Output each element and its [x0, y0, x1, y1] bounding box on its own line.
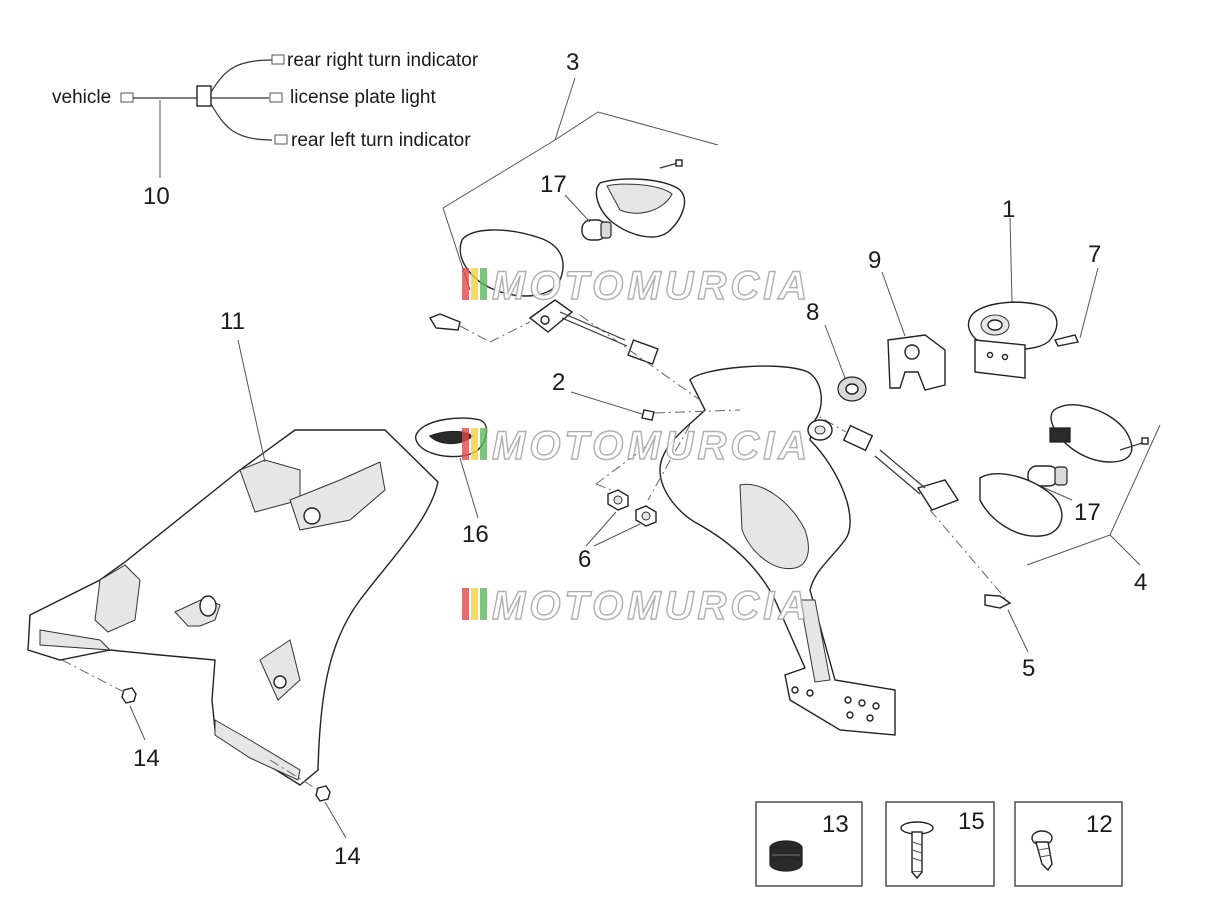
bracket-grommet-group: 9 8 [806, 247, 946, 402]
label-license-plate: license plate light [290, 87, 436, 108]
callout-1: 1 [1002, 196, 1015, 223]
watermark-text-3: MOTOMURCIA [492, 584, 811, 628]
callout-8: 8 [806, 299, 819, 326]
clip-2 [641, 409, 655, 421]
callout-5: 5 [1022, 655, 1035, 682]
callout-2: 2 [552, 369, 565, 396]
hardware-box-13: 13 [755, 801, 863, 887]
watermark-1: MOTOMURCIA [462, 263, 811, 309]
connector-indicator-left [627, 339, 659, 365]
label-rear-left: rear left turn indicator [291, 130, 471, 151]
watermark-text-1: MOTOMURCIA [492, 264, 811, 308]
junction-box [196, 85, 212, 107]
watermark-2: MOTOMURCIA [462, 423, 811, 469]
connector-plate [269, 92, 283, 103]
nut-14-a [121, 687, 137, 704]
watermark-3: MOTOMURCIA [462, 583, 811, 629]
left-turn-indicator-group: 3 17 [428, 49, 719, 365]
indicator-body-right [979, 472, 1063, 537]
connector-right [271, 54, 285, 65]
callout-10: 10 [143, 183, 170, 210]
connector-indicator-right [842, 424, 874, 452]
undertray-group: 11 14 14 [27, 308, 439, 870]
hardware-box-15: 15 [885, 801, 995, 887]
wiring-schematic: vehicle rear right turn indicator licens… [52, 50, 479, 210]
box-12-frame [1014, 801, 1123, 887]
connector-vehicle [120, 92, 134, 103]
indicator-mount-left [528, 299, 574, 333]
screw-5 [984, 594, 1012, 609]
box-13-frame [755, 801, 863, 887]
box-15-frame [885, 801, 995, 887]
callout-17-right: 17 [1074, 499, 1101, 526]
rear-light-base [974, 339, 1026, 379]
screw-indicator-left [428, 313, 461, 331]
callout-3: 3 [566, 49, 579, 76]
callout-9: 9 [868, 247, 881, 274]
callout-11: 11 [220, 308, 245, 335]
right-turn-indicator-group: 4 17 [789, 399, 1161, 599]
indicator-lens-right [1050, 404, 1133, 463]
callout-6: 6 [578, 546, 591, 573]
nut-14-b [315, 785, 331, 802]
label-rear-right: rear right turn indicator [287, 50, 479, 71]
callout-12: 12 [1086, 811, 1113, 838]
callout-17-left: 17 [540, 171, 567, 198]
callout-4: 4 [1134, 569, 1147, 596]
callout-14-b: 14 [334, 843, 361, 870]
indicator-mount-right [916, 479, 960, 511]
watermark-text-2: MOTOMURCIA [492, 424, 811, 468]
label-vehicle: vehicle [52, 87, 111, 108]
callout-13: 13 [822, 811, 849, 838]
connector-left [274, 134, 288, 145]
screw-7 [1053, 334, 1079, 347]
callout-16: 16 [462, 521, 489, 548]
license-plate-holder: 5 2 6 [552, 314, 1035, 736]
rear-light [967, 301, 1058, 350]
callout-15: 15 [958, 808, 985, 835]
hardware-box-12: 12 [1014, 801, 1123, 887]
bracket-9 [887, 334, 946, 391]
callout-14-a: 14 [133, 745, 160, 772]
rear-light-group: 1 7 [967, 196, 1101, 379]
callout-7: 7 [1088, 241, 1101, 268]
